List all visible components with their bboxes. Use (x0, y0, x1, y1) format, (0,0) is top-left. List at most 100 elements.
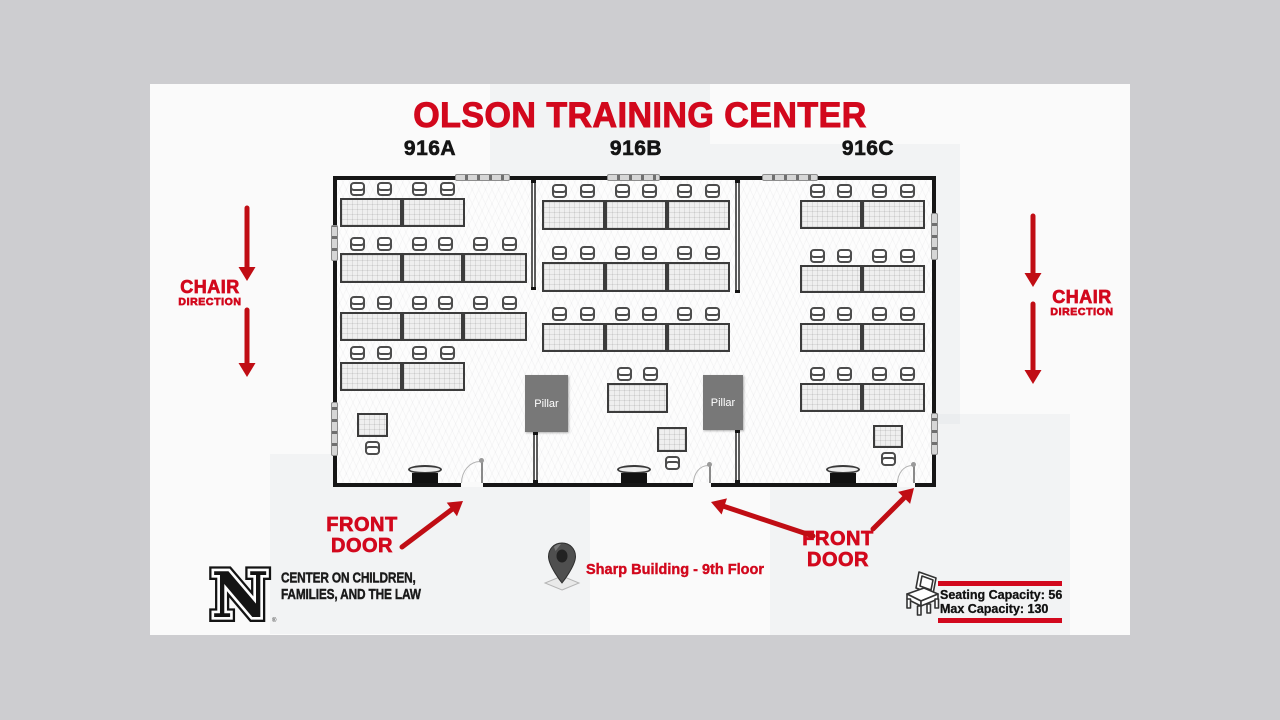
chair-direction-line2: DIRECTION (178, 295, 242, 308)
room-label-916c: 916C (841, 137, 895, 161)
chair (552, 246, 568, 260)
chair (412, 346, 428, 360)
chair (872, 184, 888, 198)
door-gap (897, 482, 915, 487)
chair (552, 184, 568, 198)
chair (677, 184, 693, 198)
training-table (402, 253, 463, 283)
chair (899, 184, 915, 198)
training-table (402, 198, 465, 227)
front-door-label-left: FRONT DOOR (310, 514, 414, 557)
chair (872, 367, 888, 381)
capacity-chair-icon (906, 571, 940, 616)
chair (579, 246, 595, 260)
chair (899, 367, 915, 381)
chair (837, 307, 853, 321)
pillar: Pillar (525, 375, 568, 432)
svg-text:N: N (211, 562, 268, 628)
door-swing-arc (693, 465, 708, 483)
training-table (862, 265, 925, 293)
training-table (800, 323, 862, 352)
capacity-block: Seating Capacity: 56 Max Capacity: 130 (902, 566, 1112, 623)
podium (825, 465, 861, 483)
chair (642, 246, 658, 260)
training-table (800, 383, 862, 412)
chair (643, 367, 659, 381)
chair (579, 184, 595, 198)
svg-text:N: N (211, 562, 268, 628)
location-label: Sharp Building - 9th Floor (586, 562, 765, 578)
registered-mark: ® (272, 618, 277, 624)
page-title: OLSON TRAINING CENTER (413, 96, 867, 136)
org-name-line1: CENTER ON CHILDREN, (281, 569, 416, 586)
chair (579, 307, 595, 321)
front-door-line2: DOOR (331, 534, 393, 557)
presenter-chair (665, 456, 680, 469)
chair (349, 237, 365, 251)
org-name: CENTER ON CHILDREN, FAMILIES, AND THE LA… (281, 569, 421, 603)
chair-direction-right-arrow-top-head (1024, 273, 1042, 287)
training-table (340, 312, 402, 341)
capacity-seating: Seating Capacity: 56 (940, 588, 1063, 602)
training-table (800, 265, 862, 293)
presenter-chair (365, 441, 380, 454)
training-table (340, 253, 402, 283)
chair (438, 296, 454, 310)
training-table (542, 262, 605, 292)
chair (616, 367, 632, 381)
door-leaf (479, 458, 484, 483)
wall-window-marker (931, 413, 938, 455)
training-table (605, 200, 667, 230)
side-table (873, 425, 903, 448)
capacity-max: Max Capacity: 130 (940, 602, 1049, 616)
training-table (667, 200, 730, 230)
partition-wall (533, 432, 538, 483)
chair (438, 237, 454, 251)
door-swing-arc (897, 465, 912, 483)
chair (704, 246, 720, 260)
chair (439, 346, 455, 360)
front-door-line1: FRONT (802, 528, 874, 550)
chair (412, 182, 428, 196)
chair (677, 246, 693, 260)
chair (552, 307, 568, 321)
front-door-line1: FRONT (326, 514, 398, 536)
chair (642, 307, 658, 321)
chair (899, 307, 915, 321)
chair (872, 307, 888, 321)
side-table (657, 427, 687, 452)
door-leaf (707, 462, 712, 483)
chair (704, 184, 720, 198)
front-door-opening (693, 462, 712, 487)
door-leaf (911, 462, 916, 483)
chair (411, 237, 427, 251)
training-table (800, 200, 862, 229)
front-door-line2: DOOR (807, 548, 869, 571)
room-label-916b: 916B (609, 137, 663, 161)
chair-direction-right-arrow-bottom-head (1024, 370, 1042, 384)
chair (704, 307, 720, 321)
training-table (605, 323, 667, 352)
chair (501, 296, 517, 310)
door-swing-arc (461, 461, 480, 483)
chair-direction-line1: CHAIR (1052, 287, 1112, 307)
chair (614, 184, 630, 198)
chair-direction-label-left: CHAIR DIRECTION (164, 277, 256, 308)
training-table (402, 362, 465, 391)
chair (872, 249, 888, 263)
capacity-bar-top (938, 581, 1062, 586)
podium-base (621, 473, 647, 483)
training-table (667, 323, 730, 352)
front-door-opening (897, 462, 916, 487)
presenter-chair (881, 452, 896, 465)
wall-window-marker (455, 174, 510, 181)
side-table (357, 413, 388, 437)
chair (837, 249, 853, 263)
pillar: Pillar (703, 375, 743, 430)
front-door-label-right: FRONT DOOR (786, 528, 890, 571)
chair-direction-label-right: CHAIR DIRECTION (1042, 287, 1122, 318)
partition-wall (735, 180, 740, 293)
room-label-916a: 916A (403, 137, 457, 161)
wall-window-marker (331, 402, 338, 456)
wall-window-marker (762, 174, 818, 181)
